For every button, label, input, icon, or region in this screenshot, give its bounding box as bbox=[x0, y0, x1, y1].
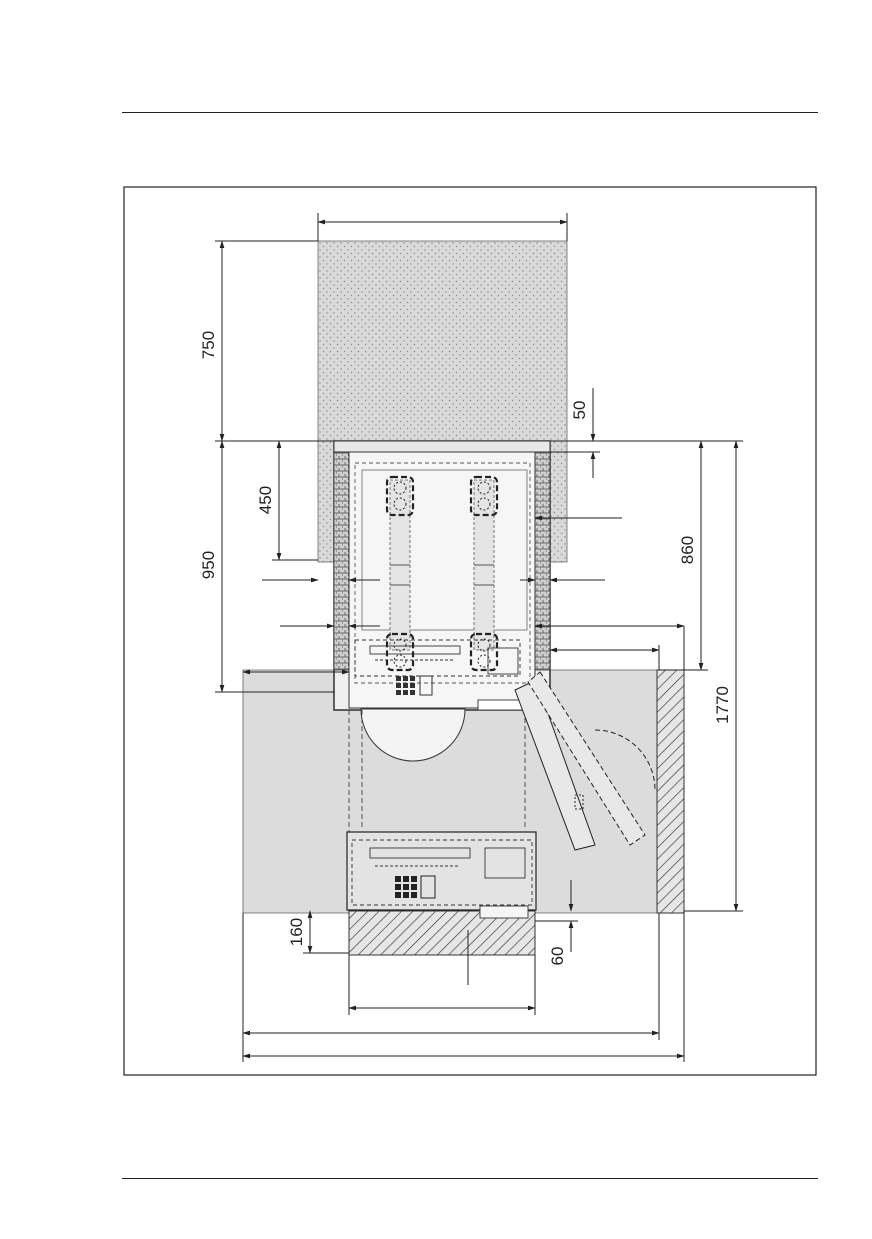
keypad-upper bbox=[396, 675, 433, 696]
footer-rule bbox=[122, 1178, 818, 1179]
cabinet-top-strip bbox=[333, 440, 551, 453]
cabinet-wall-left bbox=[333, 451, 350, 671]
keypad-lower bbox=[395, 875, 436, 899]
control-panel-upper bbox=[354, 639, 531, 711]
swing-arm bbox=[514, 671, 656, 851]
dim-label-160: 160 bbox=[287, 918, 306, 946]
drawing-frame bbox=[123, 186, 817, 1076]
dim-label-750: 750 bbox=[199, 331, 218, 359]
caster-bottom-left bbox=[385, 632, 415, 672]
header-rule bbox=[122, 112, 818, 113]
dim-label-950: 950 bbox=[199, 551, 218, 579]
dim-label-450: 450 bbox=[256, 486, 275, 514]
dim-label-1770: 1770 bbox=[713, 686, 732, 724]
dim-label-50: 50 bbox=[570, 401, 589, 420]
cabinet-wall-right bbox=[534, 451, 551, 671]
caster-top-left bbox=[385, 475, 415, 517]
control-panel-lower bbox=[351, 839, 533, 919]
dim-label-860: 860 bbox=[678, 536, 697, 564]
hatched-wall-right bbox=[656, 669, 685, 914]
caster-top-right bbox=[469, 475, 499, 517]
dim-label-60: 60 bbox=[548, 947, 567, 966]
drawer-front bbox=[346, 831, 537, 911]
door-swing-semicircle bbox=[360, 708, 466, 762]
caster-bottom-right bbox=[469, 632, 499, 672]
